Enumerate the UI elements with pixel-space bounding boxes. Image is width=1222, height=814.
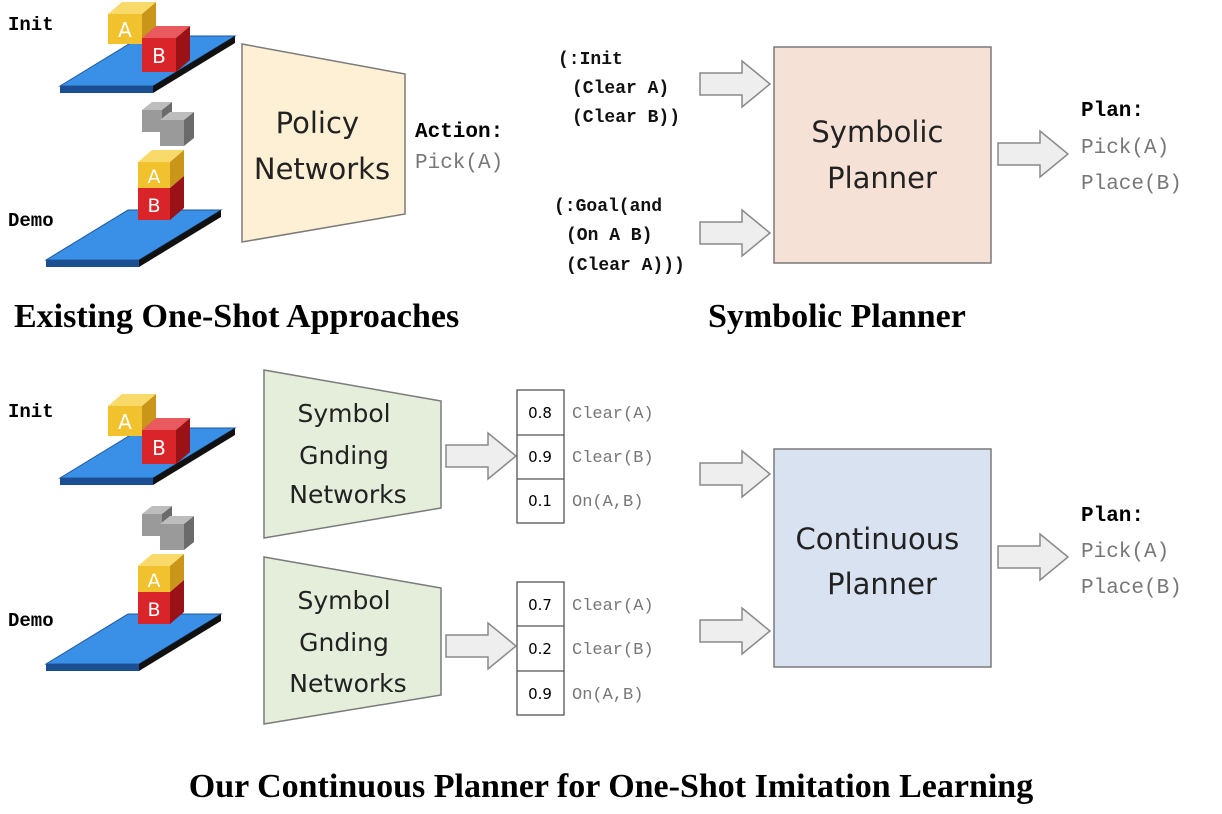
demo-label: Demo xyxy=(8,610,54,632)
goal-predicates-text: (:Goal(and (On A B) (Clear A))) xyxy=(554,197,685,276)
caption-symbolic: Symbolic Planner xyxy=(708,298,966,335)
symbol-grounding-network-demo xyxy=(263,556,442,725)
init-label: Init xyxy=(8,14,54,36)
continuous-planner-label: Continuous Planner xyxy=(795,522,968,601)
init-predicates-text: (:Init (Clear A) (Clear B)) xyxy=(558,50,680,128)
action-value: Pick(A) xyxy=(415,152,503,175)
predicate-name: Clear(A) xyxy=(572,597,654,616)
predicate-table-demo: 0.7 0.2 0.9 Clear(A) Clear(B) On(A,B) xyxy=(516,581,654,716)
arrow-symbolic-to-plan xyxy=(997,130,1069,178)
block-b-label: B xyxy=(147,599,160,621)
continuous-planner-box xyxy=(773,448,992,668)
symbol-grounding-network-init-label: Symbol Gnding Networks xyxy=(289,399,406,509)
arrow-network-to-predicates xyxy=(445,432,517,480)
init-label: Init xyxy=(8,401,54,423)
init-scene-top: A B xyxy=(59,2,236,94)
predicate-name: On(A,B) xyxy=(572,493,643,512)
predicate-value: 0.8 xyxy=(528,404,552,422)
arrow-predicates-to-planner xyxy=(699,450,771,498)
policy-network-label: Policy Networks xyxy=(254,106,390,186)
arrow-predicates-to-planner xyxy=(699,607,771,655)
predicate-value: 0.9 xyxy=(528,685,552,703)
symbol-grounding-network-demo-label: Symbol Gnding Networks xyxy=(289,586,406,698)
init-scene-bottom: A B xyxy=(59,394,236,486)
policy-network xyxy=(241,43,406,243)
arrow-init-to-planner xyxy=(699,60,771,108)
caption-existing: Existing One-Shot Approaches xyxy=(14,298,459,335)
block-b-label: B xyxy=(152,436,166,460)
predicate-value: 0.1 xyxy=(528,492,552,510)
block-a-label: A xyxy=(148,570,161,592)
plan-step: Place(B) xyxy=(1081,577,1182,600)
predicate-name: Clear(B) xyxy=(572,449,654,468)
predicate-name: Clear(B) xyxy=(572,641,654,660)
plan-step: Place(B) xyxy=(1081,173,1182,196)
block-b-label: B xyxy=(147,195,160,217)
plan-label-top: Plan: xyxy=(1081,100,1144,123)
predicate-name: Clear(A) xyxy=(572,405,654,424)
demo-label: Demo xyxy=(8,210,54,232)
caption-continuous: Our Continuous Planner for One-Shot Imit… xyxy=(189,768,1033,805)
predicate-table-init: 0.8 0.9 0.1 Clear(A) Clear(B) On(A,B) xyxy=(516,389,654,524)
symbolic-planner-label: Symbolic Planner xyxy=(811,115,952,195)
demo-scene-top: A B xyxy=(45,102,222,268)
block-a-label: A xyxy=(148,166,161,188)
block-a-label: A xyxy=(118,410,132,434)
plan-step: Pick(A) xyxy=(1081,541,1169,564)
plan-step: Pick(A) xyxy=(1081,137,1169,160)
predicate-value: 0.9 xyxy=(528,448,552,466)
predicate-value: 0.7 xyxy=(528,596,552,614)
demo-scene-bottom: A B xyxy=(45,506,222,672)
symbolic-planner-box xyxy=(773,46,992,264)
block-a-label: A xyxy=(118,18,132,42)
arrow-goal-to-planner xyxy=(699,209,771,257)
symbol-grounding-network-init xyxy=(263,369,442,539)
arrow-network-to-predicates xyxy=(445,622,517,670)
arrow-continuous-to-plan xyxy=(997,533,1069,581)
plan-label-bottom: Plan: xyxy=(1081,505,1144,528)
predicate-name: On(A,B) xyxy=(572,686,643,705)
action-label: Action: xyxy=(415,121,503,144)
block-b-label: B xyxy=(152,44,166,68)
predicate-value: 0.2 xyxy=(528,640,552,658)
